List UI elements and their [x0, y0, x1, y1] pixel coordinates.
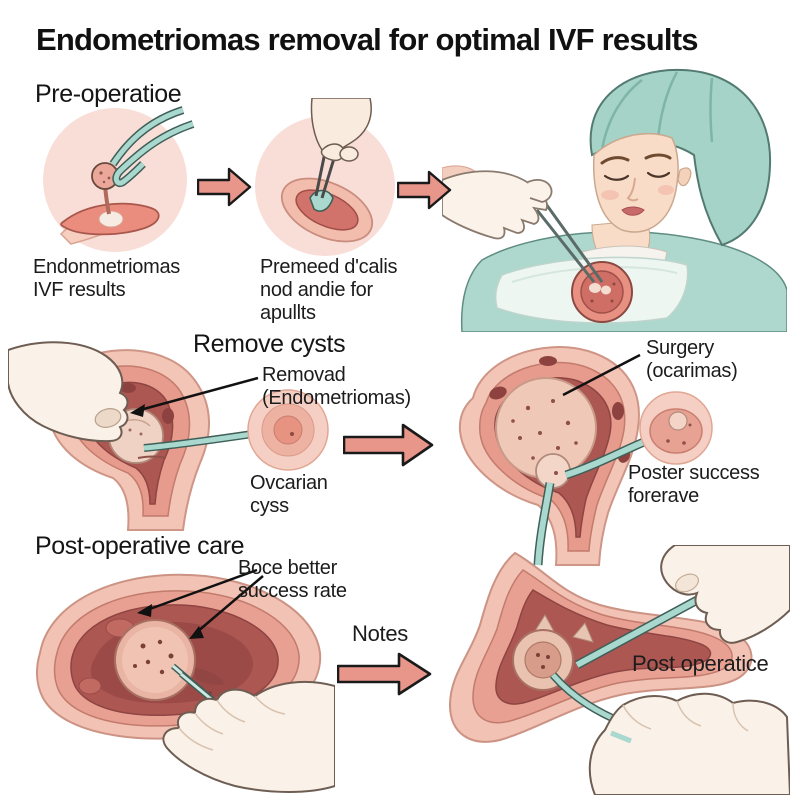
heading-remove-cysts: Remove cysts — [193, 330, 346, 358]
label-pointer-line — [562, 353, 641, 397]
surgeon-hand — [162, 680, 335, 793]
label-post-operative: Post operatice — [632, 651, 769, 676]
ovary-tissue — [59, 202, 160, 245]
snare-instrument — [109, 106, 195, 187]
postop-procedure-illustration — [448, 545, 790, 795]
surgical-site — [571, 261, 633, 323]
caption-step2: Premeed d'calis nod andie for apullts — [260, 256, 398, 324]
surgery-scene-illustration — [442, 68, 787, 332]
preop-step1-illustration — [43, 106, 195, 252]
surgical-cap — [589, 68, 772, 247]
surgeon-hand — [310, 98, 372, 162]
ovary — [247, 389, 329, 471]
nose — [626, 177, 639, 202]
arrow-right-icon — [397, 170, 452, 210]
heading-pre-operative: Pre-operatioe — [35, 80, 182, 108]
label-ovarian-cyst: Ovcarian cyss — [250, 472, 328, 517]
preop-step2-illustration — [255, 98, 395, 256]
heading-post-operative: Post-operative care — [35, 532, 245, 560]
surgeon-hand — [8, 341, 129, 443]
closed-eye — [646, 171, 671, 178]
label-surgery: Surgery (ocarimas) — [646, 337, 738, 382]
postop-care-illustration — [36, 568, 335, 793]
label-pointer-arrow — [130, 376, 259, 417]
ovary — [639, 391, 713, 465]
speckled-cyst — [495, 377, 597, 489]
surgery-result-illustration — [458, 346, 713, 566]
forceps-instrument — [535, 203, 604, 283]
label-removal: Removad (Endometriomas) — [262, 364, 411, 409]
upper-hand — [660, 545, 790, 644]
lips — [621, 206, 645, 216]
arrow-right-icon — [337, 652, 432, 696]
lower-hand — [588, 692, 790, 795]
patient-face — [592, 132, 692, 233]
arrow-right-icon — [197, 167, 252, 207]
arrow-right-icon-shape — [397, 170, 452, 210]
arrow-right-icon-shape — [343, 423, 434, 467]
gloved-hand — [442, 165, 553, 240]
arrow-right-icon-shape — [337, 652, 432, 696]
closed-eye — [603, 174, 630, 181]
label-poster-success: Poster success forerave — [628, 462, 760, 507]
ear — [677, 167, 692, 187]
arrow-right-icon-shape — [197, 167, 252, 207]
page-title: Endometriomas removal for optimal IVF re… — [36, 22, 698, 57]
remove-cysts-illustration — [8, 341, 329, 531]
label-pointer-arrows — [137, 568, 264, 639]
arrow-right-icon — [343, 423, 434, 467]
caption-step1: Endonmetriomas IVF results — [33, 256, 180, 301]
label-notes: Notes — [352, 621, 408, 646]
speckled-cyst — [114, 619, 225, 701]
label-success-rate: Boce better success rate — [238, 557, 347, 602]
